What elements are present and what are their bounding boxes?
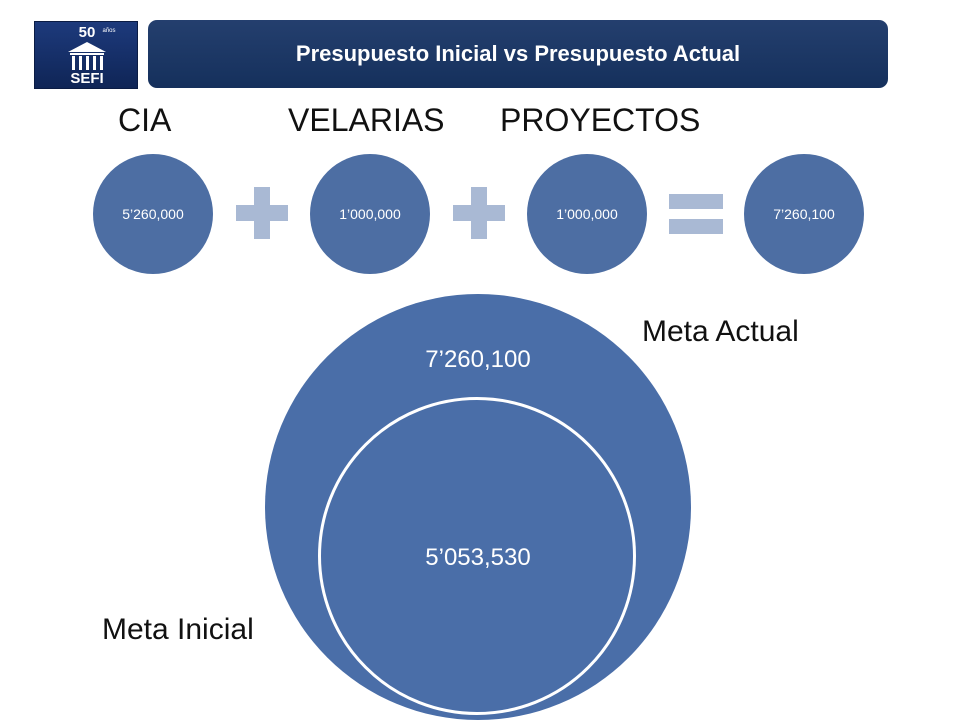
- circle-total-value: 7’260,100: [773, 206, 835, 222]
- circle-velarias-value: 1’000,000: [339, 206, 401, 222]
- logo-name: SEFI: [70, 70, 104, 87]
- meta-actual-value: 7’260,100: [425, 346, 531, 373]
- meta-inicial-label: Meta Inicial: [102, 613, 254, 646]
- logo-number: 50: [78, 24, 96, 41]
- circle-cia: 5’260,000: [93, 154, 213, 274]
- equals-icon-bottom: [669, 219, 723, 234]
- circle-cia-value: 5’260,000: [122, 206, 184, 222]
- plus-icon-vertical: [254, 187, 270, 239]
- meta-inicial-circle: [318, 397, 636, 715]
- plus-icon-vertical: [471, 187, 487, 239]
- sefi-logo: 50 años SEFI: [34, 21, 138, 89]
- label-proyectos: PROYECTOS: [500, 102, 701, 138]
- logo-small-text: años: [102, 28, 116, 34]
- circle-proyectos: 1’000,000: [527, 154, 647, 274]
- circle-velarias: 1’000,000: [310, 154, 430, 274]
- circle-total: 7’260,100: [744, 154, 864, 274]
- meta-inicial-value: 5’053,530: [425, 544, 531, 571]
- label-cia: CIA: [118, 102, 172, 138]
- page-title: Presupuesto Inicial vs Presupuesto Actua…: [295, 41, 741, 66]
- circle-proyectos-value: 1’000,000: [556, 206, 618, 222]
- building-icon: [68, 42, 106, 70]
- equals-icon-top: [669, 194, 723, 209]
- meta-actual-label: Meta Actual: [642, 315, 799, 348]
- title-bar: Presupuesto Inicial vs Presupuesto Actua…: [148, 20, 888, 88]
- label-velarias: VELARIAS: [288, 102, 445, 138]
